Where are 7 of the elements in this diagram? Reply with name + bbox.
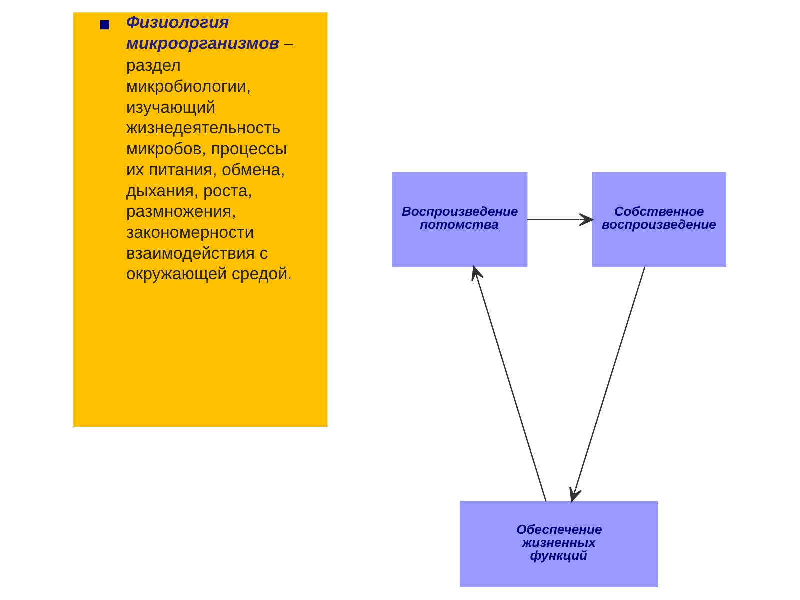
node-box: Собственное воспроизведение <box>592 172 726 268</box>
node-box: Обеспечение жизненных функций <box>460 501 658 588</box>
arrow <box>527 213 594 226</box>
arrow <box>472 266 547 502</box>
node-box: Воспроизведение потомства <box>392 172 528 268</box>
arrow <box>570 266 646 502</box>
node-box: Физиология микроорганизмов – раздел микробиологии, изучающий жизнедеятельность микробов, процессы их питания, обмена, дыхания, роста, размножения, закономерности взаимодействия с окружающей средой. <box>74 12 328 428</box>
